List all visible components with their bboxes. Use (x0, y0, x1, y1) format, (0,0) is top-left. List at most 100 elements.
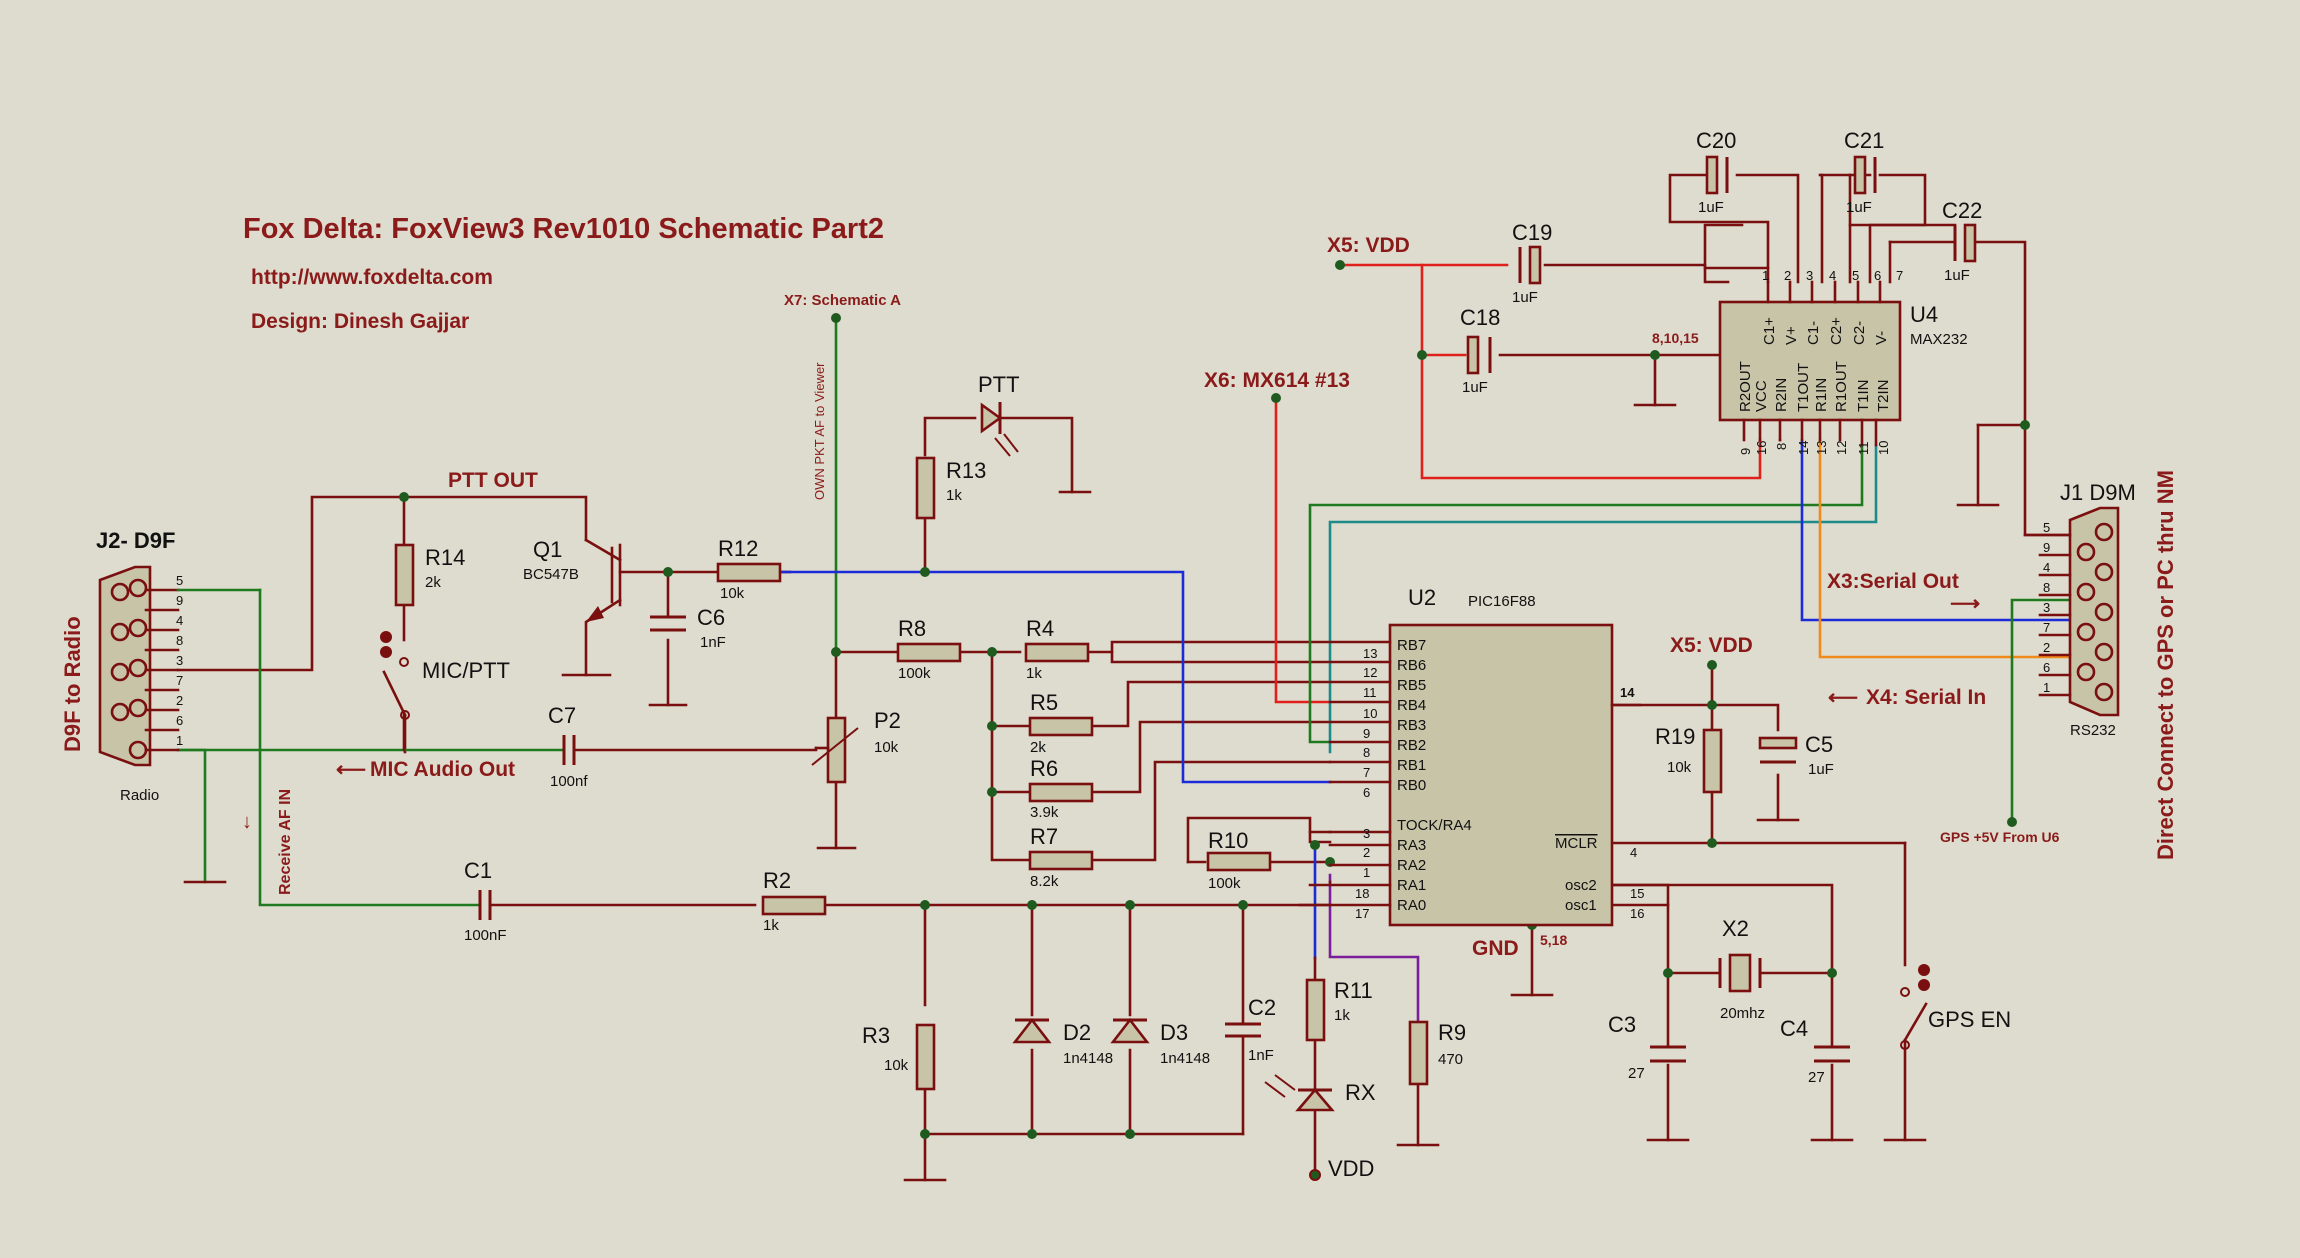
svg-text:18: 18 (1355, 886, 1369, 901)
j2-pin: 8 (176, 633, 183, 648)
d9f-radio-label: D9F to Radio (60, 616, 85, 752)
r7-resistor (1028, 850, 1094, 871)
svg-text:14: 14 (1620, 685, 1635, 700)
x2-crystal (1718, 953, 1762, 993)
u4-val: MAX232 (1910, 331, 1968, 348)
r14-val: 2k (425, 574, 441, 591)
rx-label: RX (1345, 1080, 1376, 1105)
svg-text:RB7: RB7 (1397, 637, 1426, 654)
r12-val: 10k (720, 585, 745, 602)
receive-af-label: Receive AF IN (277, 789, 294, 895)
svg-text:1: 1 (1363, 865, 1370, 880)
u2-val: PIC16F88 (1468, 593, 1536, 610)
r5-ref: R5 (1030, 690, 1058, 715)
c5-capacitor (1758, 736, 1798, 764)
x5-vdd-mid-label: X5: VDD (1670, 634, 1753, 657)
svg-text:7: 7 (1363, 765, 1370, 780)
svg-text:9: 9 (1738, 448, 1753, 455)
j2-sub: Radio (120, 787, 159, 804)
x3-serial-out-label: X3:Serial Out (1827, 570, 1959, 593)
d3-diode (1110, 1017, 1150, 1044)
svg-text:VCC: VCC (1753, 380, 1770, 412)
svg-text:TOCK/RA4: TOCK/RA4 (1397, 817, 1472, 834)
c19-capacitor (1518, 245, 1542, 285)
u4-bottom-pins: 9 16 8 14 13 12 11 10 R2OUT VCC R2IN T1O… (1737, 361, 1892, 455)
svg-text:V-: V- (1873, 331, 1890, 345)
j1-pin: 4 (2043, 560, 2050, 575)
r6-val: 3.9k (1030, 804, 1059, 821)
x2-val: 20mhz (1720, 1005, 1765, 1022)
c2-capacitor (1225, 1022, 1261, 1038)
c20-capacitor (1705, 155, 1729, 195)
svg-text:RB6: RB6 (1397, 657, 1426, 674)
ptt-led-label: PTT (978, 372, 1020, 397)
c7-capacitor (562, 735, 576, 765)
r2-val: 1k (763, 917, 779, 934)
c2-val: 1nF (1248, 1047, 1274, 1064)
r4-val: 1k (1026, 665, 1042, 682)
svg-text:R1OUT: R1OUT (1833, 361, 1850, 412)
svg-text:R2IN: R2IN (1773, 378, 1790, 412)
r12-resistor (716, 562, 782, 583)
q1-transistor (586, 543, 622, 622)
junction-dots (399, 260, 2030, 1180)
svg-text:T2IN: T2IN (1875, 379, 1892, 412)
c6-val: 1nF (700, 634, 726, 651)
u2-left-pins: 13 RB7 12 RB6 11 RB5 10 RB4 9 RB3 8 RB2 … (1328, 637, 1472, 921)
r4-ref: R4 (1026, 616, 1054, 641)
svg-text:RB2: RB2 (1397, 737, 1426, 754)
u2-chip (1388, 623, 1614, 927)
svg-text:8: 8 (1363, 745, 1370, 760)
d2-diode (1012, 1017, 1052, 1044)
svg-text:17: 17 (1355, 906, 1369, 921)
j1-ref: J1 D9M (2060, 480, 2136, 505)
j2-pin: 7 (176, 673, 183, 688)
j1-pin: 2 (2043, 640, 2050, 655)
svg-text:T1IN: T1IN (1855, 379, 1872, 412)
svg-text:RA2: RA2 (1397, 857, 1426, 874)
r10-val: 100k (1208, 875, 1241, 892)
r13-ref: R13 (946, 458, 986, 483)
svg-text:4: 4 (1630, 845, 1637, 860)
u2-ref: U2 (1408, 585, 1436, 610)
d2-ref: D2 (1063, 1020, 1091, 1045)
r12-ref: R12 (718, 536, 758, 561)
micptt-switch (380, 631, 410, 720)
schematic-title: Fox Delta: FoxView3 Rev1010 Schematic Pa… (243, 213, 884, 245)
r11-val: 1k (1334, 1007, 1350, 1024)
direct-connect-label: Direct Connect to GPS or PC thru NM (2153, 470, 2178, 860)
d2-val: 1n4148 (1063, 1050, 1113, 1067)
c4-ref: C4 (1780, 1016, 1808, 1041)
j2-connector (98, 565, 262, 767)
r19-resistor (1702, 728, 1723, 794)
ptt-led (980, 402, 1019, 457)
j1-pin: 6 (2043, 660, 2050, 675)
c22-val: 1uF (1944, 267, 1970, 284)
c3-capacitor (1650, 1045, 1686, 1063)
svg-text:C2+: C2+ (1828, 317, 1845, 345)
designer-credit: Design: Dinesh Gajjar (251, 310, 469, 333)
r2-ref: R2 (763, 868, 791, 893)
svg-text:T1OUT: T1OUT (1795, 363, 1812, 412)
svg-text:osc2: osc2 (1565, 877, 1597, 894)
c4-val: 27 (1808, 1069, 1825, 1086)
rx-led (1264, 1074, 1335, 1112)
c18-val: 1uF (1462, 379, 1488, 396)
c19-ref: C19 (1512, 220, 1552, 245)
svg-text:V+: V+ (1783, 326, 1800, 345)
j1-pin-numbers: 5 9 4 8 3 7 2 6 1 (2043, 520, 2050, 695)
svg-text:16: 16 (1754, 441, 1769, 455)
j2-pin: 1 (176, 733, 183, 748)
j2-pin: 6 (176, 713, 183, 728)
svg-text:RB1: RB1 (1397, 757, 1426, 774)
r4-resistor (1024, 642, 1090, 663)
j1-pin: 9 (2043, 540, 2050, 555)
c20-val: 1uF (1698, 199, 1724, 216)
c22-ref: C22 (1942, 198, 1982, 223)
c3-ref: C3 (1608, 1012, 1636, 1037)
x5-vdd-top-label: X5: VDD (1327, 234, 1410, 257)
c2-ref: C2 (1248, 995, 1276, 1020)
svg-text:RA0: RA0 (1397, 897, 1426, 914)
r14-ref: R14 (425, 545, 465, 570)
c18-capacitor (1466, 335, 1492, 375)
